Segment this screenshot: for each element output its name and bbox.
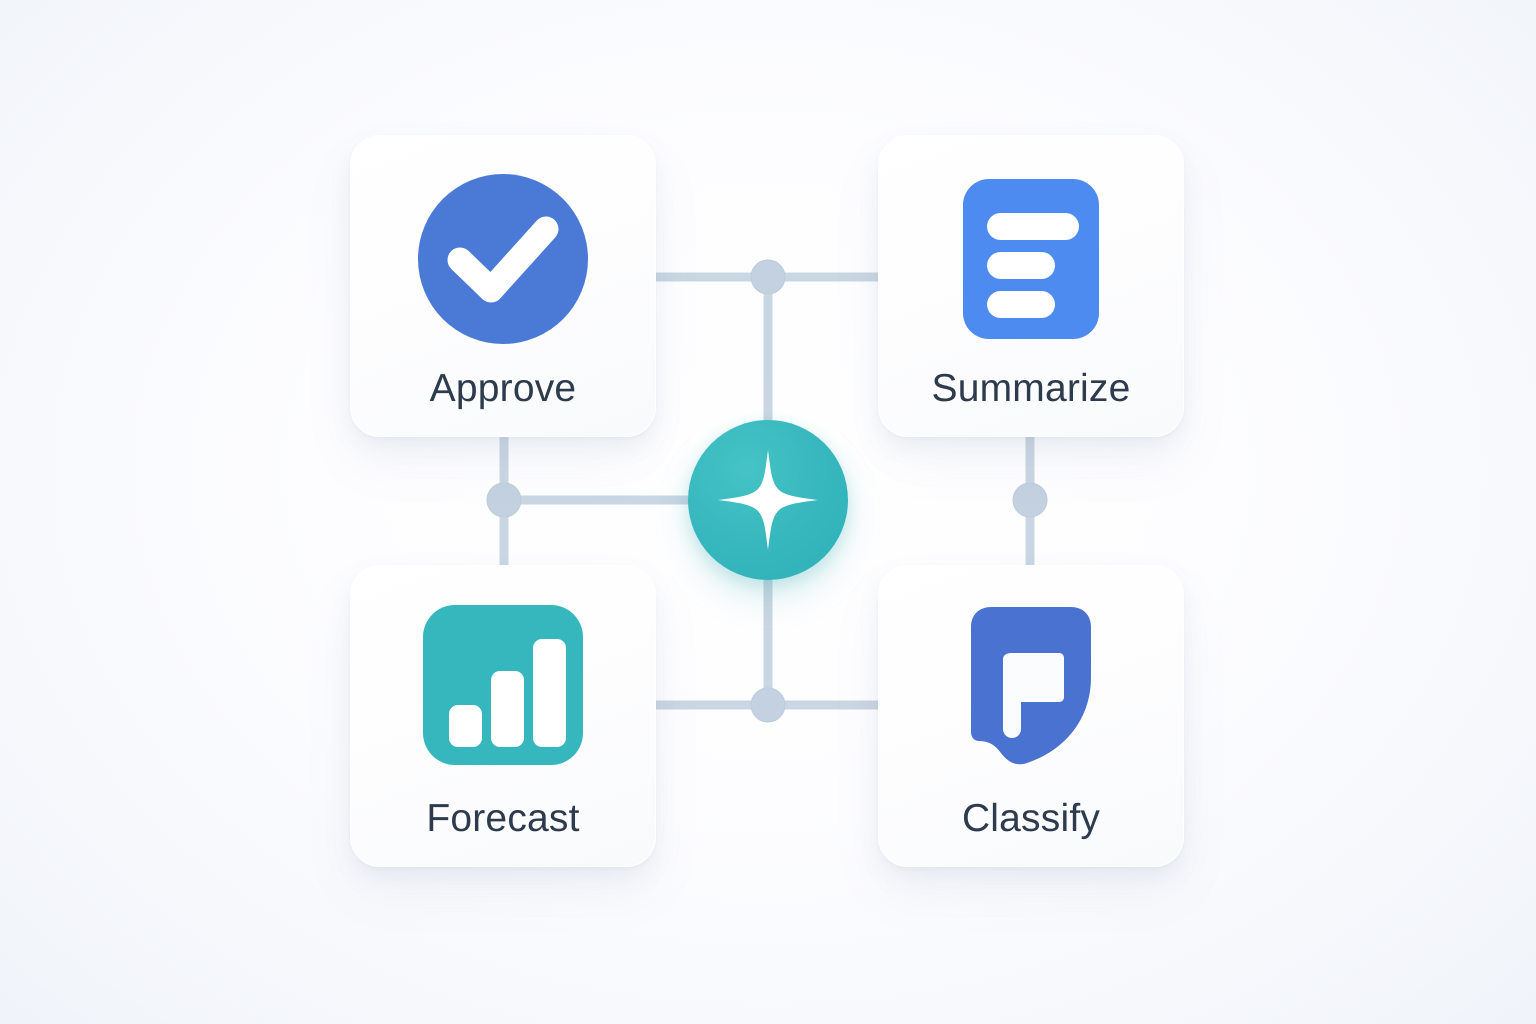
node-label-summarize: Summarize — [931, 366, 1131, 410]
bar-chart-icon — [415, 601, 591, 777]
speech-bubble-flag-icon — [943, 601, 1119, 777]
connector-node-bottom[interactable] — [750, 687, 786, 723]
connector-node-right[interactable] — [1012, 482, 1048, 518]
node-card-approve[interactable]: Approve — [350, 135, 656, 437]
check-circle-icon — [415, 171, 591, 347]
node-card-classify[interactable]: Classify — [878, 565, 1184, 867]
connector-node-left[interactable] — [486, 482, 522, 518]
node-label-forecast: Forecast — [426, 796, 580, 840]
document-lines-icon — [943, 171, 1119, 347]
sparkle-icon — [718, 450, 818, 550]
node-card-forecast[interactable]: Forecast — [350, 565, 656, 867]
connector-node-top[interactable] — [750, 259, 786, 295]
node-label-classify: Classify — [961, 796, 1101, 840]
ai-hub-node[interactable] — [688, 420, 848, 580]
node-card-summarize[interactable]: Summarize — [878, 135, 1184, 437]
node-label-approve: Approve — [429, 366, 577, 410]
